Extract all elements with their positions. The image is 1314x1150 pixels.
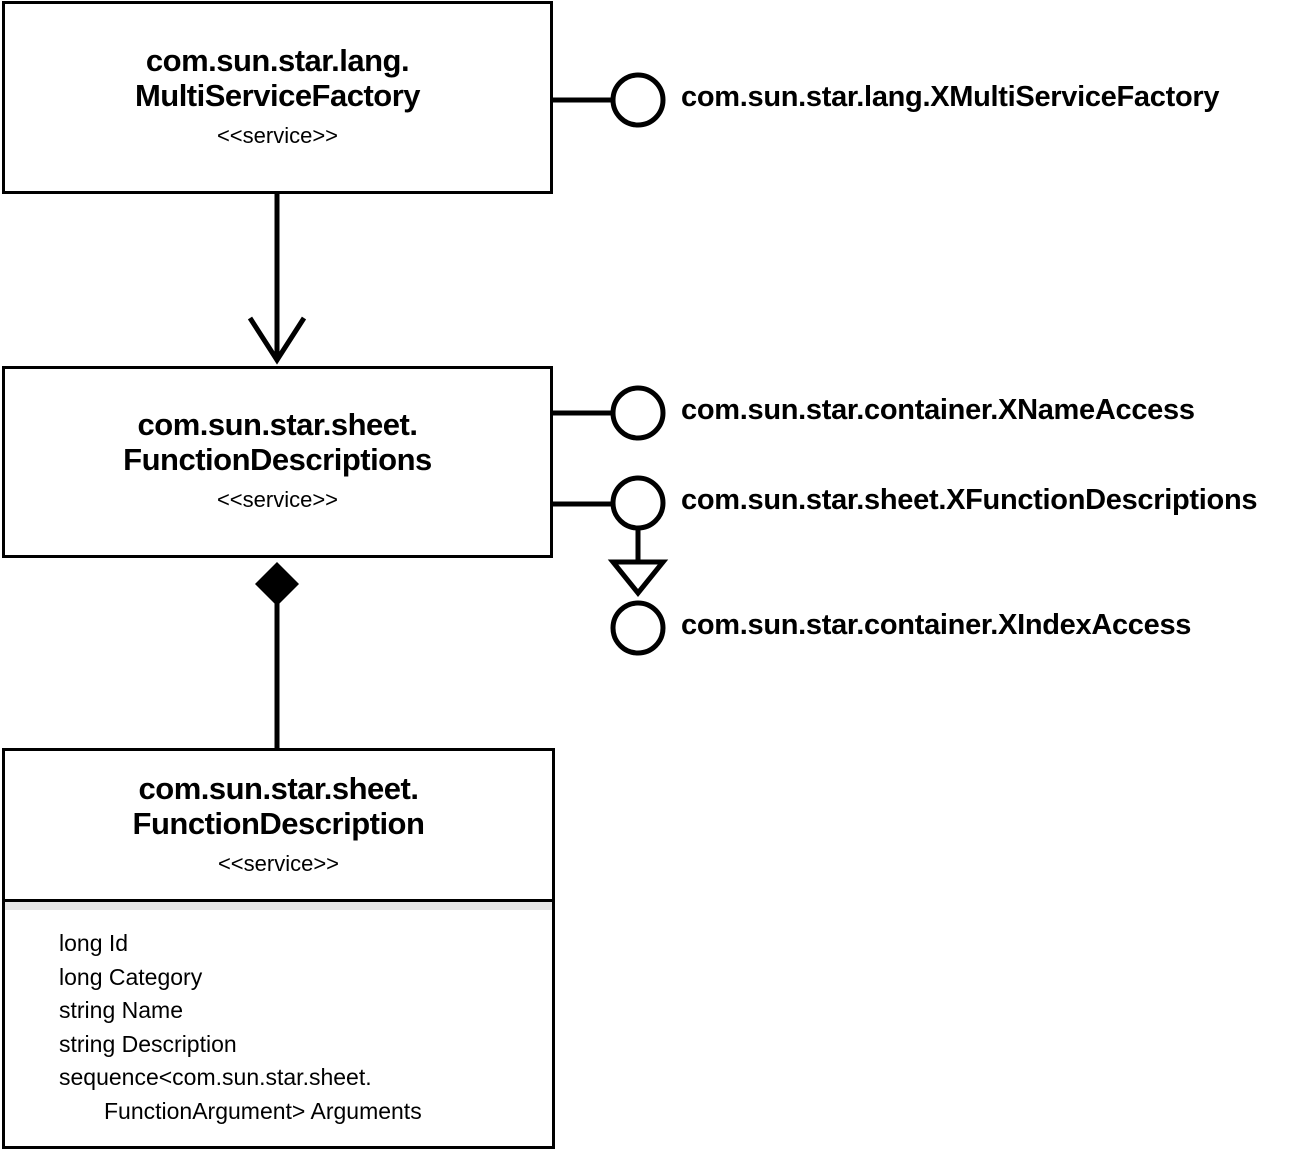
attribute-item: sequence<com.sun.star.sheet. bbox=[59, 1064, 372, 1090]
service-name-line2: FunctionDescriptions bbox=[123, 442, 432, 477]
service-stereotype: <<service>> bbox=[217, 851, 340, 876]
attribute-item: string Description bbox=[59, 1030, 237, 1057]
interface-label-xnameaccess: com.sun.star.container.XNameAccess bbox=[681, 394, 1195, 426]
service-box-multiservicefactory: com.sun.star.lang. MultiServiceFactory <… bbox=[2, 1, 553, 194]
attribute-item: long Id bbox=[59, 930, 129, 956]
interface-circle-xmultiservicefactory bbox=[610, 72, 666, 128]
attribute-item-continuation: FunctionArgument> Arguments bbox=[104, 1097, 422, 1124]
interface-circle-xindexaccess bbox=[610, 600, 666, 656]
interface-circle-xnameaccess bbox=[610, 385, 666, 441]
attribute-separator bbox=[5, 899, 552, 902]
service-name-line1: com.sun.star.lang. bbox=[145, 43, 410, 78]
attribute-item: long Category bbox=[59, 963, 203, 990]
interface-label-xmultiservicefactory: com.sun.star.lang.XMultiServiceFactory bbox=[681, 81, 1220, 113]
interface-label-xindexaccess: com.sun.star.container.XIndexAccess bbox=[681, 609, 1192, 641]
attribute-item: string Name bbox=[59, 997, 183, 1023]
interface-circle-xfunctiondescriptions bbox=[610, 475, 666, 531]
service-name-line2: MultiServiceFactory bbox=[134, 78, 421, 113]
service-name-line2: FunctionDescription bbox=[132, 806, 425, 841]
service-stereotype: <<service>> bbox=[216, 123, 339, 148]
service-name-line1: com.sun.star.sheet. bbox=[138, 771, 419, 806]
interface-label-xfunctiondescriptions: com.sun.star.sheet.XFunctionDescriptions bbox=[681, 484, 1258, 516]
open-arrowhead bbox=[247, 316, 307, 365]
service-stereotype: <<service>> bbox=[216, 487, 339, 512]
attribute-list: long Id long Category string Name string… bbox=[59, 927, 422, 1128]
attribute-separator-shade bbox=[5, 902, 552, 910]
generalization-arrowhead bbox=[607, 559, 669, 597]
service-box-functiondescription: com.sun.star.sheet. FunctionDescription … bbox=[2, 748, 555, 1149]
service-box-functiondescriptions: com.sun.star.sheet. FunctionDescriptions… bbox=[2, 366, 553, 558]
composition-diamond bbox=[255, 562, 299, 606]
service-name-line1: com.sun.star.sheet. bbox=[137, 407, 418, 442]
